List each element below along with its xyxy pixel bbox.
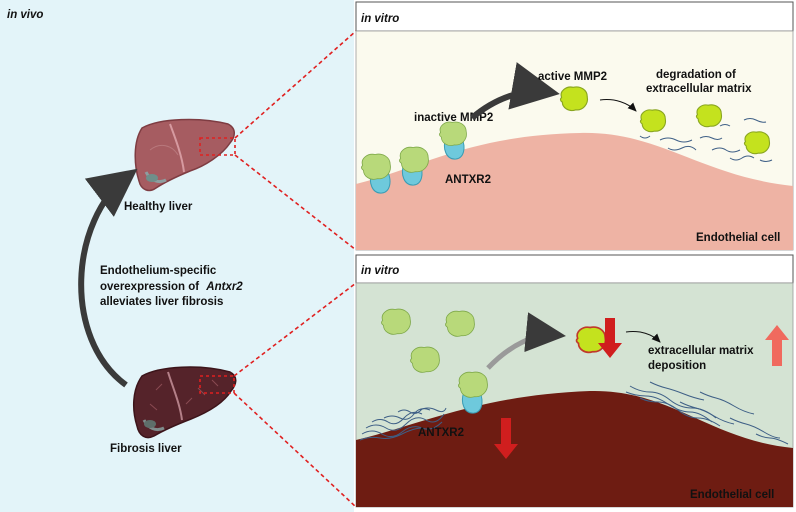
bottom-panel-in-vitro: in vitro Endothelial cell (355, 254, 794, 508)
bottom-mmp2-decrease-arrow (598, 318, 622, 358)
top-degradation-line-2: extracellular matrix (646, 83, 752, 95)
fibrosis-liver-illustration (132, 366, 237, 439)
healthy-zoom-box (199, 137, 236, 156)
intervention-line-1: Endothelium-specific (100, 265, 217, 277)
top-active-mmp2-4 (743, 131, 771, 155)
top-degradation-line-1: degradation of (656, 69, 736, 81)
bottom-ecm-line-1: extracellular matrix (648, 345, 754, 357)
healthy-liver-label: Healthy liver (124, 201, 193, 213)
top-activation-arrow (470, 62, 560, 121)
bottom-panel-header (355, 254, 794, 284)
left-panel-title: in vivo (7, 9, 43, 21)
top-panel-in-vitro: in vitro Endothelial cell inactive MMP2 … (355, 1, 794, 251)
top-receptor-complex-1 (361, 153, 391, 194)
bottom-free-mmp2-1 (381, 308, 411, 335)
dashed-connectors (233, 30, 357, 508)
top-degraded-matrix-fragments (639, 118, 773, 162)
top-antxr2-label: ANTXR2 (445, 174, 491, 186)
bottom-free-mmp2-2 (445, 310, 475, 337)
bottom-activation-arrow (486, 312, 566, 370)
bottom-panel-title: in vitro (361, 265, 399, 277)
bottom-deposition-arrow (625, 331, 661, 343)
intervention-gene: Antxr2 (205, 281, 243, 293)
bottom-ecm-line-2: deposition (648, 360, 706, 372)
top-degradation-arrow (599, 99, 637, 112)
bottom-active-mmp2 (575, 326, 607, 354)
top-endothelial-cell (356, 132, 793, 250)
bottom-antxr2-label: ANTXR2 (418, 427, 464, 439)
bottom-ecm-increase-arrow (765, 325, 789, 366)
bottom-free-mmp2-3 (410, 346, 440, 373)
top-active-mmp2 (559, 86, 589, 112)
top-receptor-complex-2 (399, 146, 429, 186)
top-cell-label: Endothelial cell (696, 232, 780, 244)
top-active-mmp2-label: active MMP2 (538, 71, 607, 83)
fibrosis-zoom-box (199, 375, 235, 394)
left-panel-background (0, 0, 354, 512)
bottom-ecm-deposit-left (359, 407, 447, 441)
recovery-curved-arrow (78, 168, 138, 388)
top-active-mmp2-3 (695, 104, 723, 128)
bottom-receptor-complex (458, 371, 488, 414)
top-panel-header (355, 1, 794, 32)
bottom-endothelial-cell (356, 390, 793, 507)
left-panel-in-vivo: in vivo Healthy liver Fibrosis liver End… (0, 0, 354, 512)
bottom-cell-label: Endothelial cell (690, 489, 774, 501)
healthy-liver-illustration (134, 118, 235, 192)
intervention-caption: Endothelium-specific overexpression of A… (100, 265, 243, 308)
intervention-line-3: alleviates liver fibrosis (100, 296, 223, 308)
top-receptor-complex-3 (439, 121, 467, 160)
fibrosis-liver-label: Fibrosis liver (110, 443, 182, 455)
bottom-antxr2-decrease-arrow (494, 418, 518, 459)
intervention-line-2: overexpression of Antxr2 (100, 281, 243, 293)
top-panel-title: in vitro (361, 13, 399, 25)
bottom-ecm-deposit-right (625, 381, 789, 445)
top-active-mmp2-2 (639, 109, 667, 133)
